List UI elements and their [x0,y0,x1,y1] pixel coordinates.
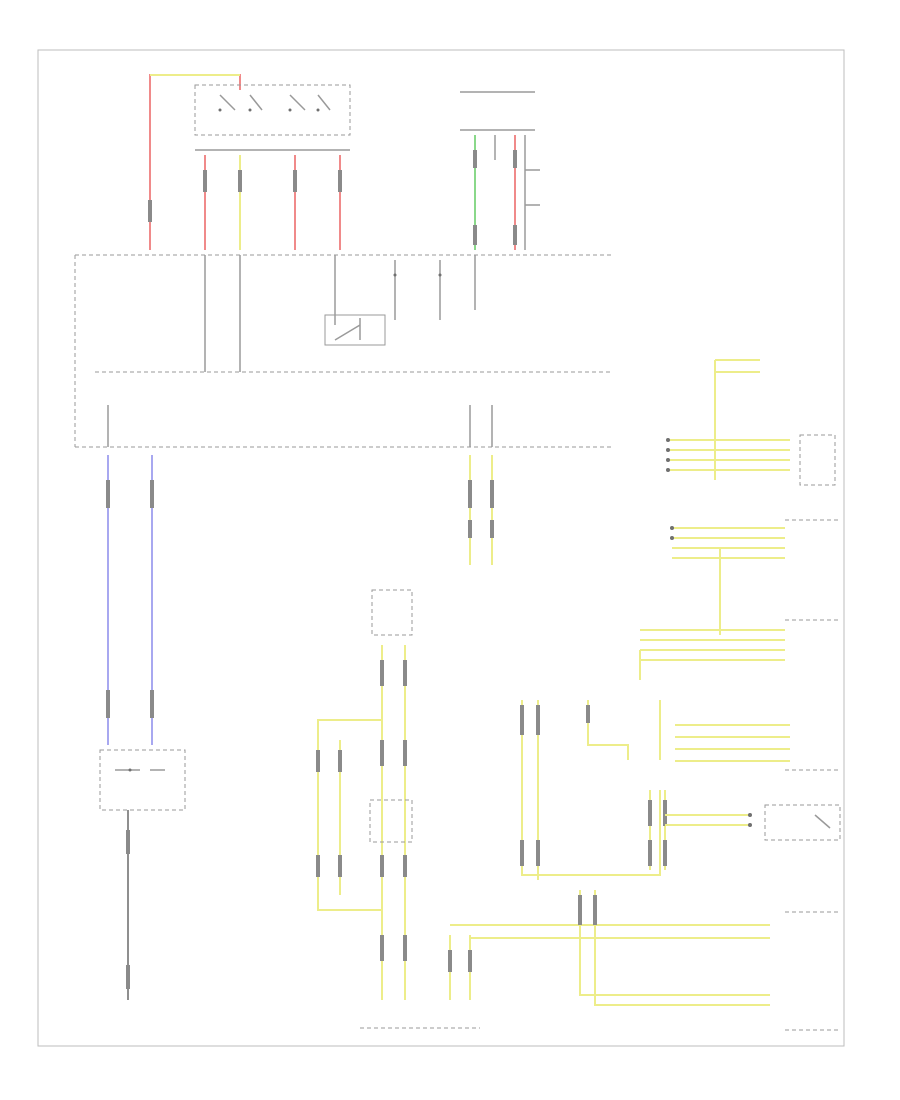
lower-center-assembly [316,589,480,1029]
lower-bus [448,700,770,1006]
top-switch-assembly [148,74,351,250]
central-yellow-wires [468,455,494,565]
central-module [74,254,612,448]
ground-wires [99,455,186,1000]
top-right-module [460,91,540,250]
diagram-frame [37,49,845,1047]
right-connector-banks [639,359,841,1031]
